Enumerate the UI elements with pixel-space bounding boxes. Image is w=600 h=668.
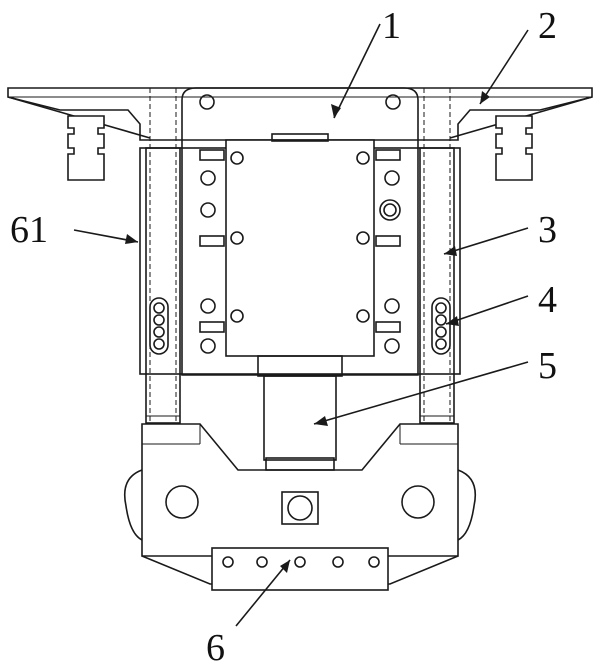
left-guide-rail [145, 88, 181, 424]
right-clip-bracket [495, 115, 533, 181]
callout-4: 4 [538, 279, 557, 321]
left-clip-bracket [67, 115, 105, 181]
motor-mount-plate [181, 87, 419, 376]
left-slot-holes [149, 297, 169, 355]
bottom-bracket [211, 547, 389, 591]
left-wheel [123, 469, 199, 541]
center-fastener [281, 491, 319, 525]
callout-2: 2 [538, 5, 557, 47]
callout-61: 61 [10, 209, 48, 251]
right-slot-holes [431, 297, 451, 355]
callout-5: 5 [538, 345, 557, 387]
shaft-coupling [257, 355, 343, 471]
mount-bolt-holes [199, 149, 401, 354]
motor-body [225, 133, 375, 357]
top-mounting-plate [7, 87, 593, 141]
right-wheel [401, 469, 477, 541]
leader-lines [73, 23, 529, 627]
callout-6: 6 [206, 627, 225, 668]
right-guide-rail [419, 88, 455, 424]
callout-3: 3 [538, 209, 557, 251]
callout-1: 1 [382, 5, 401, 47]
